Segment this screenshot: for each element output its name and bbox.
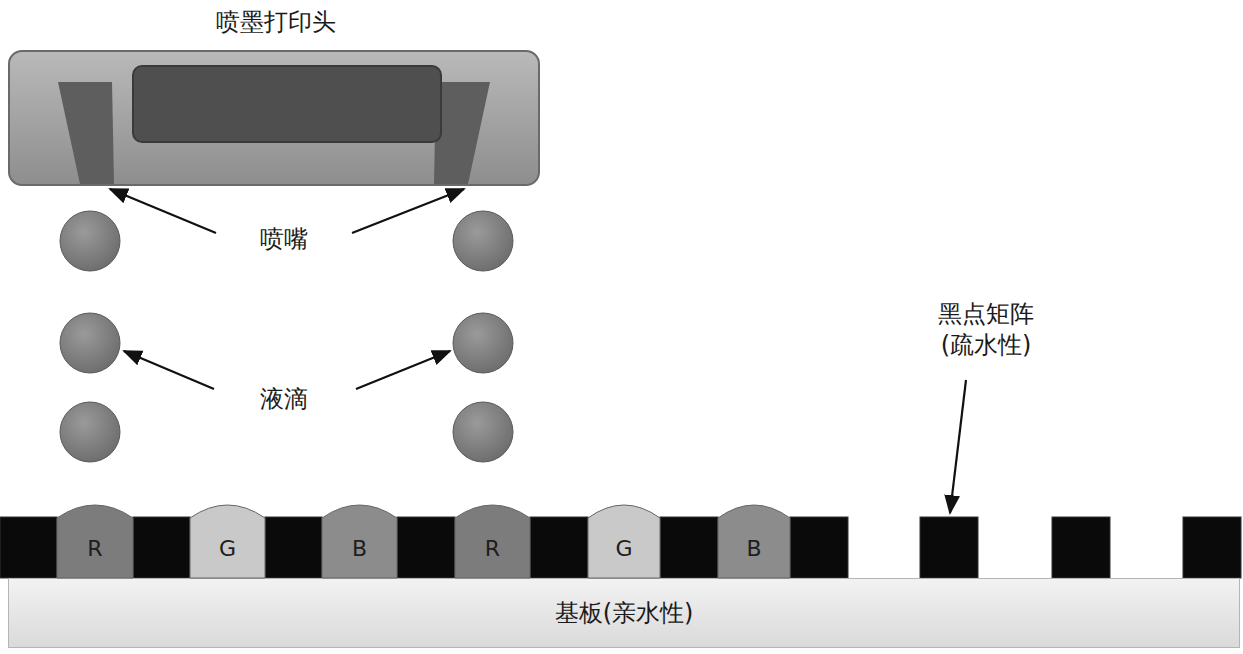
matrix-block bbox=[660, 517, 718, 578]
droplet bbox=[453, 402, 513, 462]
pixel-ink bbox=[57, 505, 133, 578]
matrix-block bbox=[790, 517, 848, 578]
droplet bbox=[453, 313, 513, 373]
matrix-block bbox=[265, 517, 322, 578]
print-head-body bbox=[10, 52, 542, 188]
matrix-block bbox=[397, 517, 455, 578]
pixel-letter: B bbox=[746, 536, 761, 561]
leader-lines bbox=[110, 189, 966, 513]
matrix-block bbox=[920, 517, 978, 578]
leader-line bbox=[124, 351, 214, 389]
pixel-ink bbox=[718, 505, 790, 578]
color-pixel: G bbox=[190, 500, 265, 578]
color-pixel: B bbox=[322, 500, 397, 578]
matrix-block bbox=[133, 517, 190, 578]
matrix-block bbox=[1183, 517, 1241, 578]
pixel-ink bbox=[588, 505, 660, 578]
nozzle bbox=[434, 82, 490, 184]
color-pixel: R bbox=[57, 500, 133, 578]
color-pixel: R bbox=[455, 500, 530, 578]
pixel-ink bbox=[190, 505, 265, 578]
matrix-block bbox=[530, 517, 588, 578]
pixel-ink bbox=[455, 505, 530, 578]
leader-line bbox=[110, 189, 216, 233]
substrate-label: 基板(亲水性) bbox=[555, 597, 694, 629]
pixel-ink bbox=[322, 505, 397, 578]
droplet bbox=[60, 211, 120, 271]
droplet bbox=[60, 313, 120, 373]
color-pixel: B bbox=[718, 500, 790, 578]
pixel-letter: G bbox=[615, 536, 632, 561]
droplet bbox=[453, 211, 513, 271]
print-head: 喷墨打印头 bbox=[8, 50, 540, 186]
matrix-block bbox=[1052, 517, 1110, 578]
nozzle bbox=[58, 82, 114, 184]
callout-label: 液滴 bbox=[258, 384, 310, 415]
ink-chamber bbox=[133, 66, 441, 142]
callout-label: 喷嘴 bbox=[258, 224, 310, 255]
droplets bbox=[60, 211, 513, 462]
leader-line bbox=[352, 189, 464, 233]
pixel-letter: G bbox=[219, 536, 236, 561]
color-pixel: G bbox=[588, 500, 660, 578]
pixel-letter: R bbox=[485, 536, 500, 561]
substrate-band: 基板(亲水性) bbox=[8, 578, 1240, 648]
pixel-letter: B bbox=[352, 536, 367, 561]
heading-text: 喷墨打印头 bbox=[10, 6, 542, 38]
leader-line bbox=[950, 380, 966, 513]
pixel-letter: R bbox=[87, 536, 102, 561]
leader-line bbox=[356, 351, 450, 389]
matrix-block bbox=[0, 517, 57, 578]
droplet bbox=[60, 402, 120, 462]
callout-label: 黑点矩阵 (疏水性) bbox=[928, 299, 1044, 361]
